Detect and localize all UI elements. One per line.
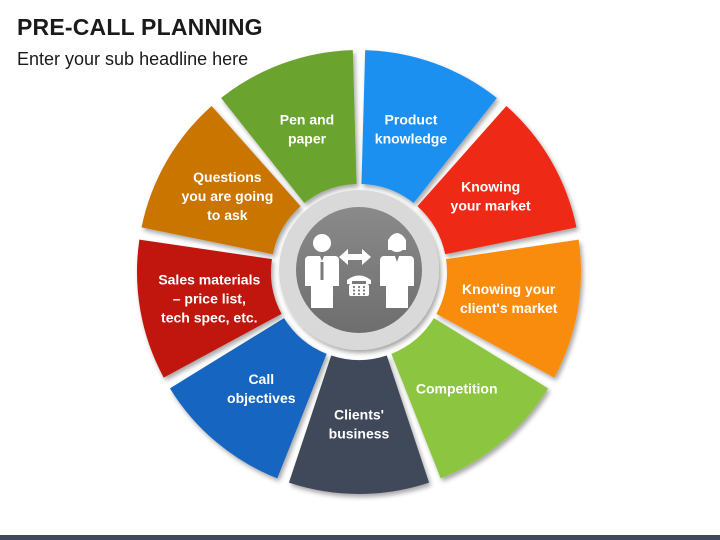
segment-label: Call objectives bbox=[227, 371, 296, 406]
segment-label-line: client's market bbox=[460, 300, 558, 316]
segment-label-line: your market bbox=[451, 198, 531, 214]
segment-label-line: Knowing bbox=[461, 179, 520, 195]
segment-label-line: tech spec, etc. bbox=[161, 309, 258, 325]
segment-5: Clients' business bbox=[288, 355, 430, 494]
segment-label: Pen and paper bbox=[280, 112, 334, 147]
segment-shape bbox=[391, 318, 549, 479]
segment-3: Knowing your client's market bbox=[436, 239, 581, 378]
segment-shape bbox=[288, 355, 430, 494]
page-subtitle: Enter your sub headline here bbox=[17, 49, 249, 69]
segment-label: Sales materials – price list, tech spec, e… bbox=[158, 271, 260, 325]
segment-label-line: Competition bbox=[416, 380, 498, 396]
segment-shape bbox=[436, 239, 581, 378]
segment-shape bbox=[137, 239, 282, 378]
page-title: PRE-CALL PLANNING bbox=[17, 14, 263, 40]
segment-shape bbox=[169, 318, 327, 479]
segment-1: Product knowledge bbox=[361, 50, 497, 204]
segment-6: Call objectives bbox=[169, 318, 327, 479]
segment-shape bbox=[141, 105, 301, 255]
segment-label: Competition bbox=[416, 380, 498, 396]
segment-label-line: Knowing your bbox=[462, 281, 556, 297]
segment-label-line: you are going bbox=[181, 188, 273, 204]
segment-label-line: knowledge bbox=[375, 131, 448, 147]
segment-label: Knowing your market bbox=[451, 179, 531, 214]
segment-label-line: Clients' bbox=[334, 407, 384, 423]
segment-shape bbox=[417, 105, 577, 255]
segment-2: Knowing your market bbox=[417, 105, 577, 255]
segment-8: Questions you are going to ask bbox=[141, 105, 301, 255]
segment-shape bbox=[361, 50, 497, 204]
segment-label: Knowing your client's market bbox=[460, 281, 558, 316]
segment-label-line: paper bbox=[288, 131, 327, 147]
segment-label-line: objectives bbox=[227, 390, 296, 406]
segment-7: Sales materials – price list, tech spec, e… bbox=[137, 239, 282, 378]
business-call-icon bbox=[305, 233, 414, 308]
segment-9: Pen and paper bbox=[221, 50, 357, 204]
segment-label-line: Questions bbox=[193, 169, 262, 185]
segment-label-line: business bbox=[329, 426, 390, 442]
segment-4: Competition bbox=[391, 318, 549, 479]
segment-label-line: Product bbox=[385, 112, 438, 128]
segment-label: Questions you are going to ask bbox=[181, 169, 273, 223]
segment-label: Clients' business bbox=[329, 407, 390, 442]
segment-label-line: Sales materials bbox=[158, 271, 260, 287]
segment-label-line: – price list, bbox=[173, 290, 246, 306]
segment-shape bbox=[221, 50, 357, 204]
center-hub bbox=[279, 190, 439, 350]
segment-label-line: Call bbox=[248, 371, 274, 387]
segment-label-line: to ask bbox=[207, 207, 248, 223]
segment-label: Product knowledge bbox=[375, 112, 448, 147]
segment-label-line: Pen and bbox=[280, 112, 334, 128]
footer-bar bbox=[0, 535, 720, 540]
